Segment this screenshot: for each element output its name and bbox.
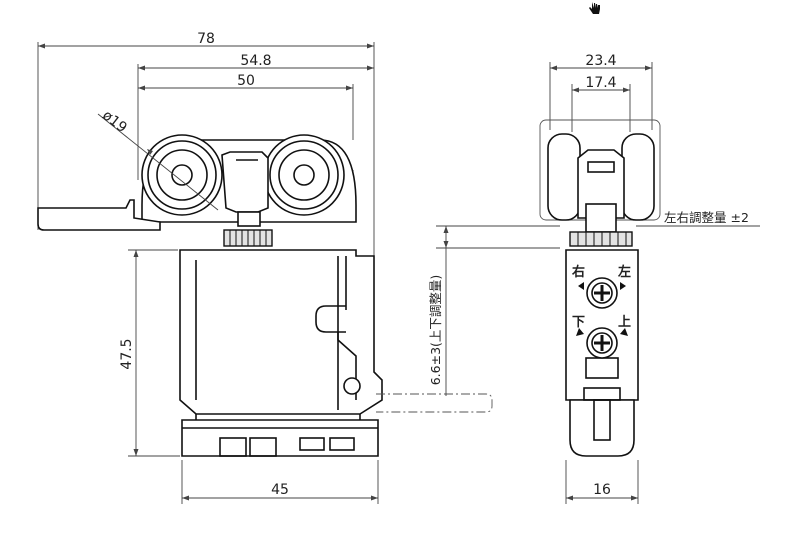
dim-23-4: 23.4 xyxy=(550,53,652,71)
main-housing xyxy=(179,249,383,415)
side-right-wheel xyxy=(621,133,655,221)
pivot-hole xyxy=(343,377,361,395)
left-wheel xyxy=(141,134,223,216)
front-view: 78 54.8 50 ø19 47.5 xyxy=(37,31,560,504)
dim-47-5: 47.5 xyxy=(119,249,180,457)
dim-text: 54.8 xyxy=(240,53,271,69)
dim-17-4: 17.4 xyxy=(572,75,630,93)
screw-lower xyxy=(586,327,618,359)
dim-text: 45 xyxy=(271,482,289,498)
side-left-wheel xyxy=(547,133,581,221)
dim-text: 50 xyxy=(237,73,255,89)
clip-slot xyxy=(315,305,346,333)
side-foot xyxy=(569,399,635,457)
dim-text: 左右調整量 ±2 xyxy=(664,210,749,225)
dim-54-8: 54.8 xyxy=(138,53,374,71)
side-view: 右 左 下 上 23.4 17.4 16 左右調整量 ±2 xyxy=(539,53,760,504)
dim-text: 23.4 xyxy=(585,53,616,69)
label-right: 右 xyxy=(571,264,585,280)
right-wheel xyxy=(263,134,345,216)
dim-lateral-adjust: 左右調整量 ±2 xyxy=(636,210,760,227)
side-adjust-nut xyxy=(569,231,633,247)
label-left: 左 xyxy=(618,264,631,280)
dim-text: ø19 xyxy=(99,107,130,136)
dim-text: 47.5 xyxy=(119,338,135,369)
base-block xyxy=(181,419,379,457)
dim-vertical-adjust: 6.6±3(上下調整量) xyxy=(428,225,560,396)
dim-16: 16 xyxy=(565,460,639,504)
hand-cursor-icon xyxy=(589,2,600,14)
side-bracket xyxy=(577,149,625,219)
stem xyxy=(237,211,261,227)
label-up: 上 xyxy=(618,315,631,330)
label-down: 下 xyxy=(572,315,585,330)
dim-78: 78 xyxy=(38,31,374,49)
dim-50: 50 xyxy=(138,73,353,91)
screw-upper xyxy=(586,277,618,309)
dim-45: 45 xyxy=(181,460,379,504)
dim-text: 16 xyxy=(593,482,611,498)
dim-text: 6.6±3(上下調整量) xyxy=(428,275,443,386)
side-arm xyxy=(37,199,161,231)
dim-text: 78 xyxy=(197,31,215,47)
dim-text: 17.4 xyxy=(585,75,616,91)
center-bracket xyxy=(221,151,269,213)
